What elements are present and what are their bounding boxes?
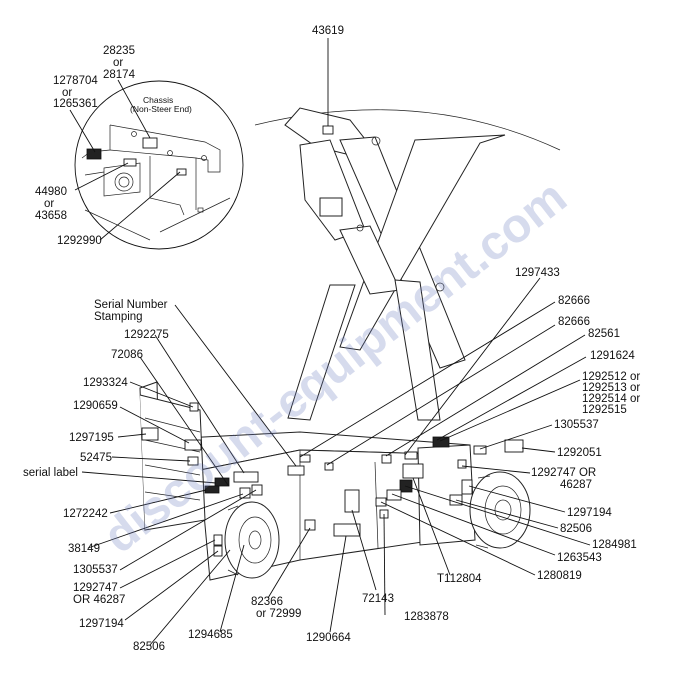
decal-82666a [299, 454, 311, 463]
label-1292747-left-1: 1292747 [73, 582, 118, 594]
decal-1292051 [504, 439, 524, 453]
decal-1292275 [233, 471, 259, 483]
label-serial-number: Serial Number [94, 299, 168, 311]
decal-43619 [322, 125, 334, 135]
label-82366-or: or 72999 [256, 608, 301, 620]
label-72086: 72086 [111, 349, 143, 361]
decal-1305537l [251, 484, 263, 496]
label-1265361: 1265361 [53, 98, 98, 110]
label-1305537-right: 1305537 [554, 419, 599, 431]
label-82366: 82366 [251, 596, 283, 608]
label-or-28174: or [113, 57, 123, 69]
decal-1278704 [86, 148, 102, 160]
decal-1293324 [189, 402, 199, 412]
label-1290664: 1290664 [306, 632, 351, 644]
label-1297194-right: 1297194 [567, 507, 612, 519]
label-1292990: 1292990 [57, 235, 102, 247]
decal-1297194r [461, 479, 473, 495]
label-1293324: 1293324 [83, 377, 128, 389]
label-43619: 43619 [312, 25, 344, 37]
label-stamping: Stamping [94, 311, 143, 323]
label-52475: 52475 [80, 452, 112, 464]
machine-decals [141, 125, 524, 557]
decal-82561 [381, 454, 392, 464]
detail-title: Chassis [143, 95, 173, 105]
detail-subtitle: (Non-Steer End) [130, 104, 192, 114]
decal-1291624 [432, 436, 450, 448]
label-1278704: 1278704 [53, 75, 98, 87]
label-1292051: 1292051 [557, 447, 602, 459]
decal-serial-stamping [287, 465, 305, 476]
decal-1292990 [176, 168, 187, 176]
label-1297195: 1297195 [69, 432, 114, 444]
part-number-labels: 43619 28235 or 28174 1278704 or 1265361 … [23, 25, 640, 653]
decal-72143 [344, 489, 360, 513]
label-T112804: T112804 [437, 573, 482, 585]
label-1292747-right-1: 1292747 OR [531, 467, 596, 479]
decal-serial-label [214, 477, 230, 487]
label-1292747-left-2: OR 46287 [73, 594, 125, 606]
label-1292275: 1292275 [124, 329, 169, 341]
label-1292514: 1292514 or [582, 393, 640, 405]
label-43658: 43658 [35, 210, 67, 222]
label-1291624: 1291624 [590, 350, 635, 362]
decal-28235 [142, 137, 158, 149]
label-or-1265361: or [62, 87, 72, 99]
decal-1297433 [404, 451, 418, 460]
label-1263543: 1263543 [557, 552, 602, 564]
decal-38149 [239, 487, 251, 499]
label-or-43658: or [44, 198, 54, 210]
decal-1305537r [473, 445, 487, 455]
label-82506-left: 82506 [133, 641, 165, 653]
decal-1292747r [457, 459, 467, 469]
label-82666a: 82666 [558, 295, 590, 307]
decal-44980 [123, 158, 137, 167]
label-1283878: 1283878 [404, 611, 449, 623]
label-1280819: 1280819 [537, 570, 582, 582]
label-38149: 38149 [68, 543, 100, 555]
label-82506-right: 82506 [560, 523, 592, 535]
label-82666b: 82666 [558, 316, 590, 328]
label-1290659: 1290659 [73, 400, 118, 412]
label-1305537-left: 1305537 [73, 564, 118, 576]
label-1297194-left: 1297194 [79, 618, 124, 630]
label-44980: 44980 [35, 186, 67, 198]
label-1284981: 1284981 [592, 539, 637, 551]
label-28174: 28174 [103, 69, 136, 81]
decal-T112804 [402, 463, 424, 479]
label-1292513: 1292513 or [582, 382, 640, 394]
label-1294685: 1294685 [188, 629, 233, 641]
decal-1290664 [333, 523, 361, 537]
label-1297433: 1297433 [515, 267, 560, 279]
decal-82366 [304, 519, 316, 531]
label-28235: 28235 [103, 45, 135, 57]
chassis-detail-callout: Chassis (Non-Steer End) [74, 80, 244, 250]
label-serial-label: serial label [23, 467, 78, 479]
decal-1272242 [204, 485, 220, 494]
label-72143: 72143 [362, 593, 394, 605]
label-1272242: 1272242 [63, 508, 108, 520]
decal-82666b [324, 462, 334, 471]
label-82561: 82561 [588, 328, 620, 340]
leader-lines [69, 38, 591, 646]
label-1292512: 1292512 or [582, 371, 640, 383]
label-1292515: 1292515 [582, 404, 627, 416]
decal-1292747l [213, 534, 223, 546]
label-1292747-right-2: 46287 [560, 479, 592, 491]
